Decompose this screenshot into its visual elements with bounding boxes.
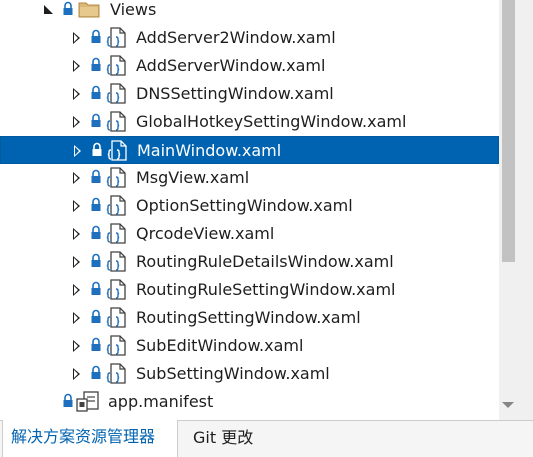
expand-arrow-icon[interactable] bbox=[74, 145, 81, 157]
manifest-file-icon bbox=[76, 391, 99, 412]
lock-icon bbox=[91, 337, 101, 351]
lock-icon bbox=[92, 142, 102, 156]
tree-item-label: app.manifest bbox=[108, 392, 214, 411]
lock-icon bbox=[91, 281, 101, 295]
tree-item[interactable]: SubSettingWindow.xaml bbox=[0, 360, 499, 388]
expand-arrow-icon[interactable] bbox=[73, 172, 80, 184]
lock-icon bbox=[91, 225, 101, 239]
lock-icon bbox=[91, 309, 101, 323]
xaml-file-icon bbox=[106, 279, 126, 300]
expand-arrow-icon[interactable] bbox=[73, 60, 80, 72]
folder-icon bbox=[78, 2, 100, 18]
tree-item[interactable]: RoutingRuleDetailsWindow.xaml bbox=[0, 248, 499, 276]
expand-arrow-icon[interactable] bbox=[73, 32, 80, 44]
lock-icon bbox=[91, 253, 101, 267]
tree-item-label: QrcodeView.xaml bbox=[136, 224, 275, 243]
xaml-file-icon bbox=[106, 223, 126, 244]
tree-item[interactable]: RoutingSettingWindow.xaml bbox=[0, 304, 499, 332]
tree-item-label: RoutingRuleDetailsWindow.xaml bbox=[136, 252, 394, 271]
tree-item-label: SubSettingWindow.xaml bbox=[136, 364, 330, 383]
xaml-file-icon bbox=[106, 167, 126, 188]
xaml-file-icon bbox=[106, 251, 126, 272]
tree-item-label: SubEditWindow.xaml bbox=[136, 336, 304, 355]
vertical-scrollbar[interactable] bbox=[499, 0, 533, 420]
lock-icon bbox=[63, 1, 73, 15]
expand-arrow-icon[interactable] bbox=[73, 368, 80, 380]
xaml-file-icon bbox=[106, 111, 126, 132]
tree-item[interactable]: OptionSettingWindow.xaml bbox=[0, 192, 499, 220]
xaml-file-icon bbox=[106, 83, 126, 104]
lock-icon bbox=[91, 197, 101, 211]
expand-arrow-icon[interactable] bbox=[73, 340, 80, 352]
tree-item[interactable]: RoutingRuleSettingWindow.xaml bbox=[0, 276, 499, 304]
expand-arrow-icon[interactable] bbox=[73, 284, 80, 296]
lock-icon bbox=[63, 393, 73, 407]
tree-item[interactable]: AddServer2Window.xaml bbox=[0, 24, 499, 52]
lock-icon bbox=[91, 29, 101, 43]
collapse-arrow-icon[interactable] bbox=[44, 5, 53, 14]
scroll-down-arrow-icon[interactable] bbox=[502, 402, 514, 408]
expand-arrow-icon[interactable] bbox=[73, 88, 80, 100]
tree-item[interactable]: MainWindow.xaml bbox=[0, 136, 499, 164]
tree-item-label: OptionSettingWindow.xaml bbox=[136, 196, 353, 215]
xaml-file-icon bbox=[107, 140, 127, 161]
xaml-file-icon bbox=[106, 363, 126, 384]
xaml-file-icon bbox=[106, 195, 126, 216]
expand-arrow-icon[interactable] bbox=[73, 228, 80, 240]
expand-arrow-icon[interactable] bbox=[73, 256, 80, 268]
xaml-file-icon bbox=[106, 335, 126, 356]
tree-item-label: GlobalHotkeySettingWindow.xaml bbox=[136, 112, 407, 131]
tree-item[interactable]: AddServerWindow.xaml bbox=[0, 52, 499, 80]
tree-item[interactable]: DNSSettingWindow.xaml bbox=[0, 80, 499, 108]
tree-folder-views[interactable]: Views bbox=[0, 0, 499, 24]
lock-icon bbox=[91, 85, 101, 99]
tab-git-changes[interactable]: Git 更改 bbox=[193, 428, 254, 447]
tab-solution-explorer[interactable]: 解决方案资源管理器 bbox=[2, 420, 178, 457]
tree-item[interactable]: MsgView.xaml bbox=[0, 164, 499, 192]
lock-icon bbox=[91, 365, 101, 379]
tree-item-label: RoutingSettingWindow.xaml bbox=[136, 308, 361, 327]
expand-arrow-icon[interactable] bbox=[73, 200, 80, 212]
expand-arrow-icon[interactable] bbox=[73, 116, 80, 128]
tree-item[interactable]: SubEditWindow.xaml bbox=[0, 332, 499, 360]
tree-item-label: AddServerWindow.xaml bbox=[136, 56, 326, 75]
tree-item-label: DNSSettingWindow.xaml bbox=[136, 84, 334, 103]
tree-item[interactable]: GlobalHotkeySettingWindow.xaml bbox=[0, 108, 499, 136]
expand-arrow-icon[interactable] bbox=[73, 312, 80, 324]
lock-icon bbox=[91, 113, 101, 127]
tree-item-label: MainWindow.xaml bbox=[137, 141, 282, 160]
xaml-file-icon bbox=[106, 55, 126, 76]
bottom-tab-bar: 解决方案资源管理器 Git 更改 bbox=[0, 420, 533, 457]
scrollbar-thumb[interactable] bbox=[502, 0, 515, 262]
tree-item-label: MsgView.xaml bbox=[136, 168, 250, 187]
tree-item-app-manifest[interactable]: app.manifest bbox=[0, 388, 499, 416]
tree-folder-label: Views bbox=[110, 0, 157, 19]
xaml-file-icon bbox=[106, 27, 126, 48]
lock-icon bbox=[91, 57, 101, 71]
tree-item[interactable]: QrcodeView.xaml bbox=[0, 220, 499, 248]
tree-item-label: AddServer2Window.xaml bbox=[136, 28, 336, 47]
lock-icon bbox=[91, 169, 101, 183]
tree-item-label: RoutingRuleSettingWindow.xaml bbox=[136, 280, 396, 299]
xaml-file-icon bbox=[106, 307, 126, 328]
